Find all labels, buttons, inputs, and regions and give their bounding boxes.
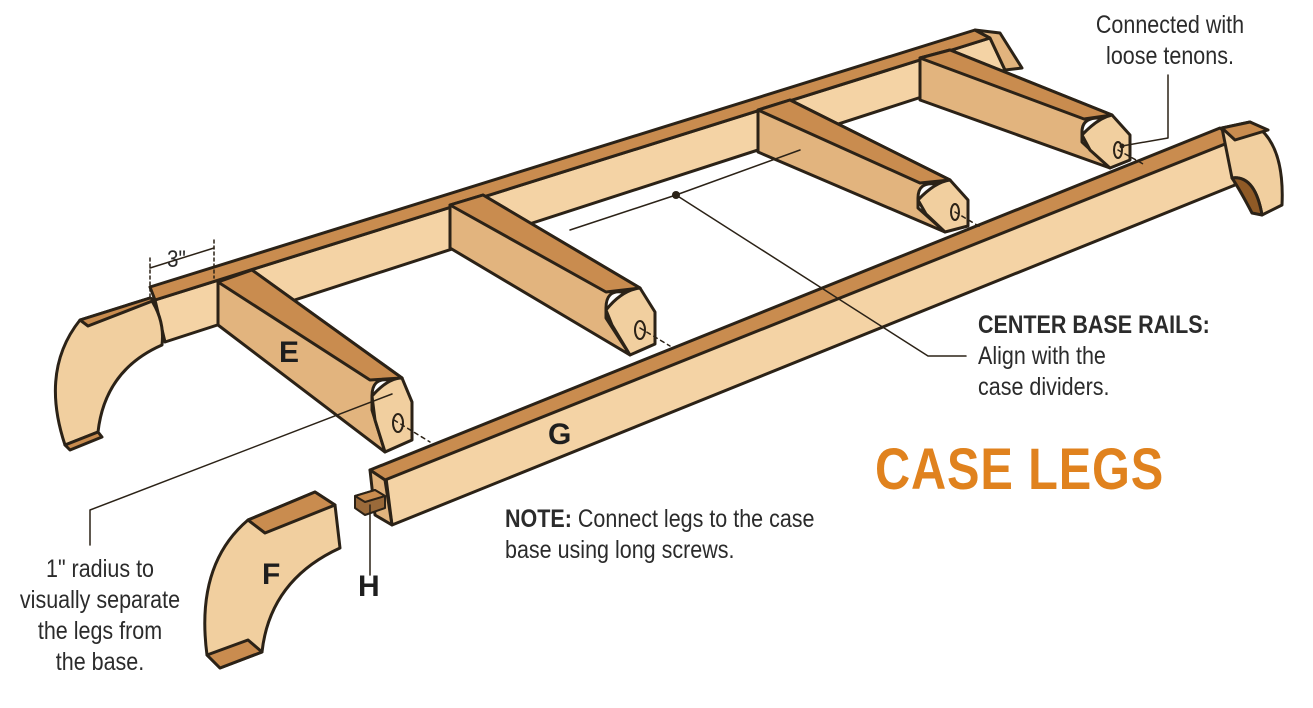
tenons-callout-line: Connected with	[1095, 11, 1245, 39]
back-left-leg	[53, 296, 164, 452]
tenon-h	[354, 489, 386, 516]
tenons-callout-line: loose tenons.	[1106, 42, 1234, 70]
radius-callout-line: the legs from	[37, 617, 163, 645]
note-callout: NOTE: Connect legs to the case base usin…	[505, 504, 815, 566]
center-rail-2	[448, 193, 657, 357]
part-label-h: H	[358, 570, 380, 603]
leader-lines	[89, 74, 1169, 576]
part-label-g: G	[548, 418, 572, 451]
rails-heading: CENTER BASE RAILS:	[978, 311, 1210, 339]
leader-dot	[672, 191, 680, 199]
tenons-callout: Connected with loose tenons.	[1084, 10, 1256, 72]
diagram-title: CASE LEGS	[875, 437, 1165, 502]
note-label: NOTE:	[505, 505, 572, 533]
center-rail-1	[216, 268, 414, 454]
center-base-rails-callout: CENTER BASE RAILS: Align with the case d…	[978, 310, 1210, 403]
leader-dot	[1119, 143, 1125, 149]
radius-callout-line: visually separate	[19, 586, 181, 614]
radius-callout-line: the base.	[55, 648, 145, 676]
center-rail-3	[756, 98, 970, 234]
dimension-label: 3"	[167, 246, 186, 273]
part-label-f: F	[262, 558, 281, 591]
note-text-line: Connect legs to the case	[577, 505, 815, 533]
radius-callout: 1" radius to visually separate the legs …	[18, 554, 181, 678]
rails-body-line: Align with the	[978, 342, 1106, 370]
note-text-line: base using long screws.	[505, 536, 735, 564]
leg-f	[203, 490, 342, 670]
radius-callout-line: 1" radius to	[45, 555, 155, 583]
front-right-leg	[1220, 120, 1284, 217]
rails-body-line: case dividers.	[978, 373, 1110, 401]
part-label-e: E	[279, 336, 300, 369]
